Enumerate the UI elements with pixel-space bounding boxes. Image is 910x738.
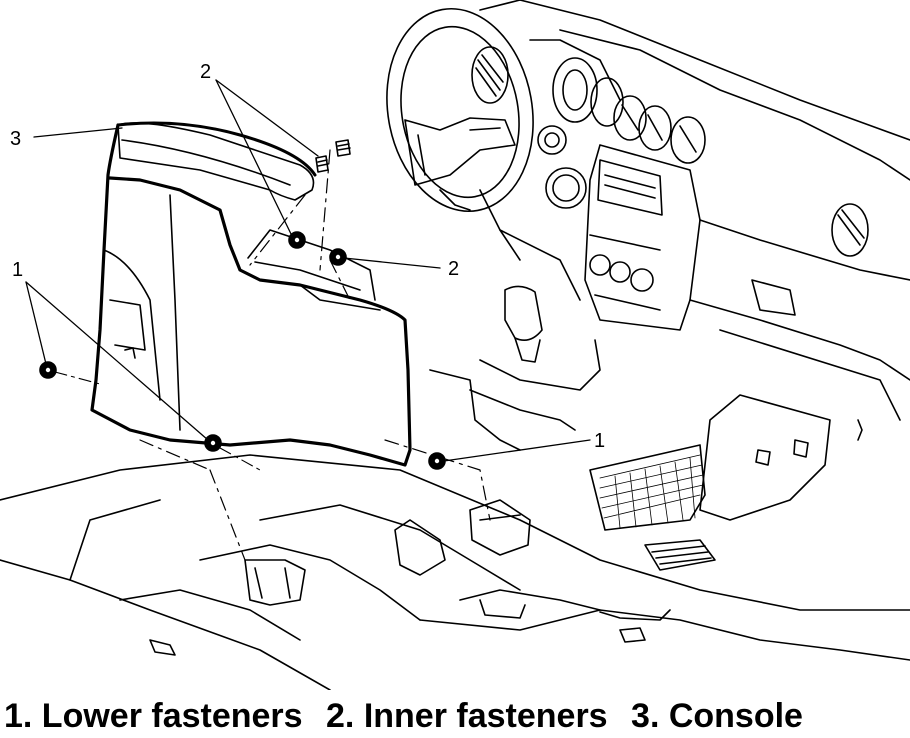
inner-fastener-side [329,248,347,266]
callout-inner-fasteners-right: 2 [448,258,459,280]
callout-inner-fasteners-top: 2 [200,61,211,83]
floor-bracket [244,499,531,606]
dashboard [471,0,910,421]
console-removal-diagram: 3 2 2 1 1 [0,0,910,690]
legend-inner-fasteners: 2. Inner fasteners [326,697,608,735]
leader-lines [25,79,591,462]
callout-lower-fasteners-right: 1 [594,430,605,452]
legend-console: 3. Console [631,697,803,735]
callout-console: 3 [10,128,21,150]
speaker-grille [589,444,706,531]
lower-fastener-right [428,452,446,470]
legend-lower-fasteners: 1. Lower fasteners [4,697,303,735]
legend: 1. Lower fasteners 2. Inner fasteners 3.… [4,694,908,738]
inner-bolt-upper-b [335,139,351,157]
lower-fastener-center [204,434,222,452]
projection-lines [54,371,261,471]
floor-vent [644,539,716,571]
kick-panel [699,394,863,521]
gear-shifter [429,285,601,451]
lower-fastener-left [39,361,57,379]
guide-lines [139,149,491,561]
callout-lower-fasteners-left: 1 [12,259,23,281]
floor-pan [0,454,910,690]
inner-fastener-front [288,231,306,249]
inner-bolt-upper-a [315,155,329,173]
steering-wheel [386,7,534,213]
console [90,121,412,467]
